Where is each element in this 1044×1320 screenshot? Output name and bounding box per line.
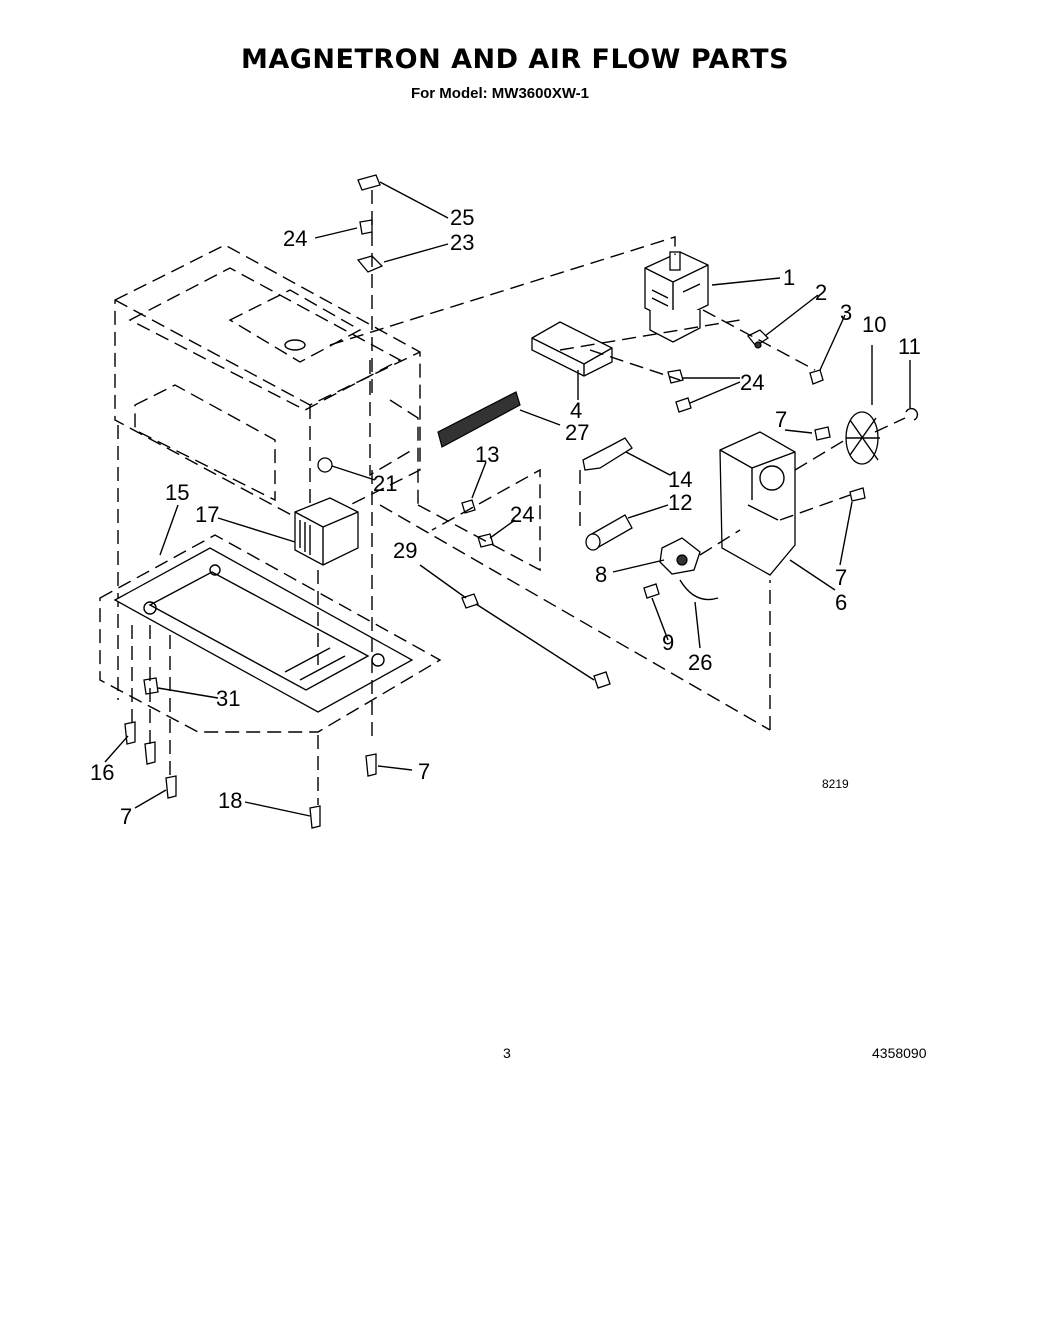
air-guide-part <box>531 321 613 377</box>
screw-part-9 <box>643 583 660 599</box>
callout-10: 10 <box>862 312 886 337</box>
document-number: 4358090 <box>872 1045 927 1061</box>
callout-24-top: 24 <box>283 226 307 251</box>
interlock-parts-top <box>356 174 384 273</box>
callout-9: 9 <box>662 630 674 655</box>
callout-11: 11 <box>898 334 921 359</box>
callout-3: 3 <box>840 300 852 325</box>
callout-16: 16 <box>90 760 114 785</box>
diagram-code: 8219 <box>822 777 849 791</box>
bracket-part-14 <box>582 437 633 471</box>
fan-housing-part <box>719 431 796 576</box>
filter-part <box>437 391 521 448</box>
callout-29: 29 <box>393 538 417 563</box>
fan-blade-part <box>845 411 880 465</box>
callout-14: 14 <box>668 467 692 492</box>
fuse-part-21 <box>317 457 333 473</box>
screw-part-3 <box>809 369 824 385</box>
page-title: MAGNETRON AND AIR FLOW PARTS <box>240 44 790 75</box>
callout-17: 17 <box>195 502 219 527</box>
screws-part-7-right <box>814 426 866 502</box>
callout-23: 23 <box>450 230 474 255</box>
callout-27: 27 <box>565 420 589 445</box>
base-plate-boundary <box>99 534 442 733</box>
transformer-part <box>294 497 359 566</box>
clip-part-11 <box>905 407 919 421</box>
callout-31: 31 <box>216 686 240 711</box>
callout-24-mid: 24 <box>510 502 534 527</box>
base-plate-part <box>113 547 414 713</box>
leader-lines <box>104 181 911 817</box>
callout-13: 13 <box>475 442 499 467</box>
wire-harness-part <box>461 593 611 689</box>
model-subtitle: For Model: MW3600XW-1 <box>410 85 590 102</box>
callout-21: 21 <box>373 471 397 496</box>
thermostat-part <box>746 329 770 349</box>
callout-7-bottom-left: 7 <box>120 804 132 829</box>
screws-bottom <box>124 721 377 829</box>
connection-lines <box>131 190 906 805</box>
callout-2: 2 <box>815 280 827 305</box>
callout-18: 18 <box>218 788 242 813</box>
callout-7-bottom-center: 7 <box>418 759 430 784</box>
page-number: 3 <box>503 1045 511 1061</box>
callout-4: 4 <box>570 398 582 423</box>
callout-25: 25 <box>450 205 474 230</box>
capacitor-part <box>461 499 633 551</box>
callout-1: 1 <box>783 265 795 290</box>
magnetron-part <box>644 251 709 343</box>
callout-7-fan-top: 7 <box>775 407 787 432</box>
fan-motor-part <box>659 537 701 575</box>
callout-7-fan-side: 7 <box>835 565 847 590</box>
callout-26: 26 <box>688 650 712 675</box>
foot-part-31 <box>143 677 159 695</box>
callout-15: 15 <box>165 480 189 505</box>
callout-labels: 1 2 3 10 11 24 4 27 7 13 14 12 24 7 8 6 … <box>90 205 921 829</box>
callout-12: 12 <box>668 490 692 515</box>
screws-part-24 <box>359 219 692 548</box>
callout-6: 6 <box>835 590 847 615</box>
wire-part-26 <box>679 579 719 601</box>
callout-8: 8 <box>595 562 607 587</box>
callout-24-right: 24 <box>740 370 764 395</box>
cavity-outline <box>114 244 421 700</box>
